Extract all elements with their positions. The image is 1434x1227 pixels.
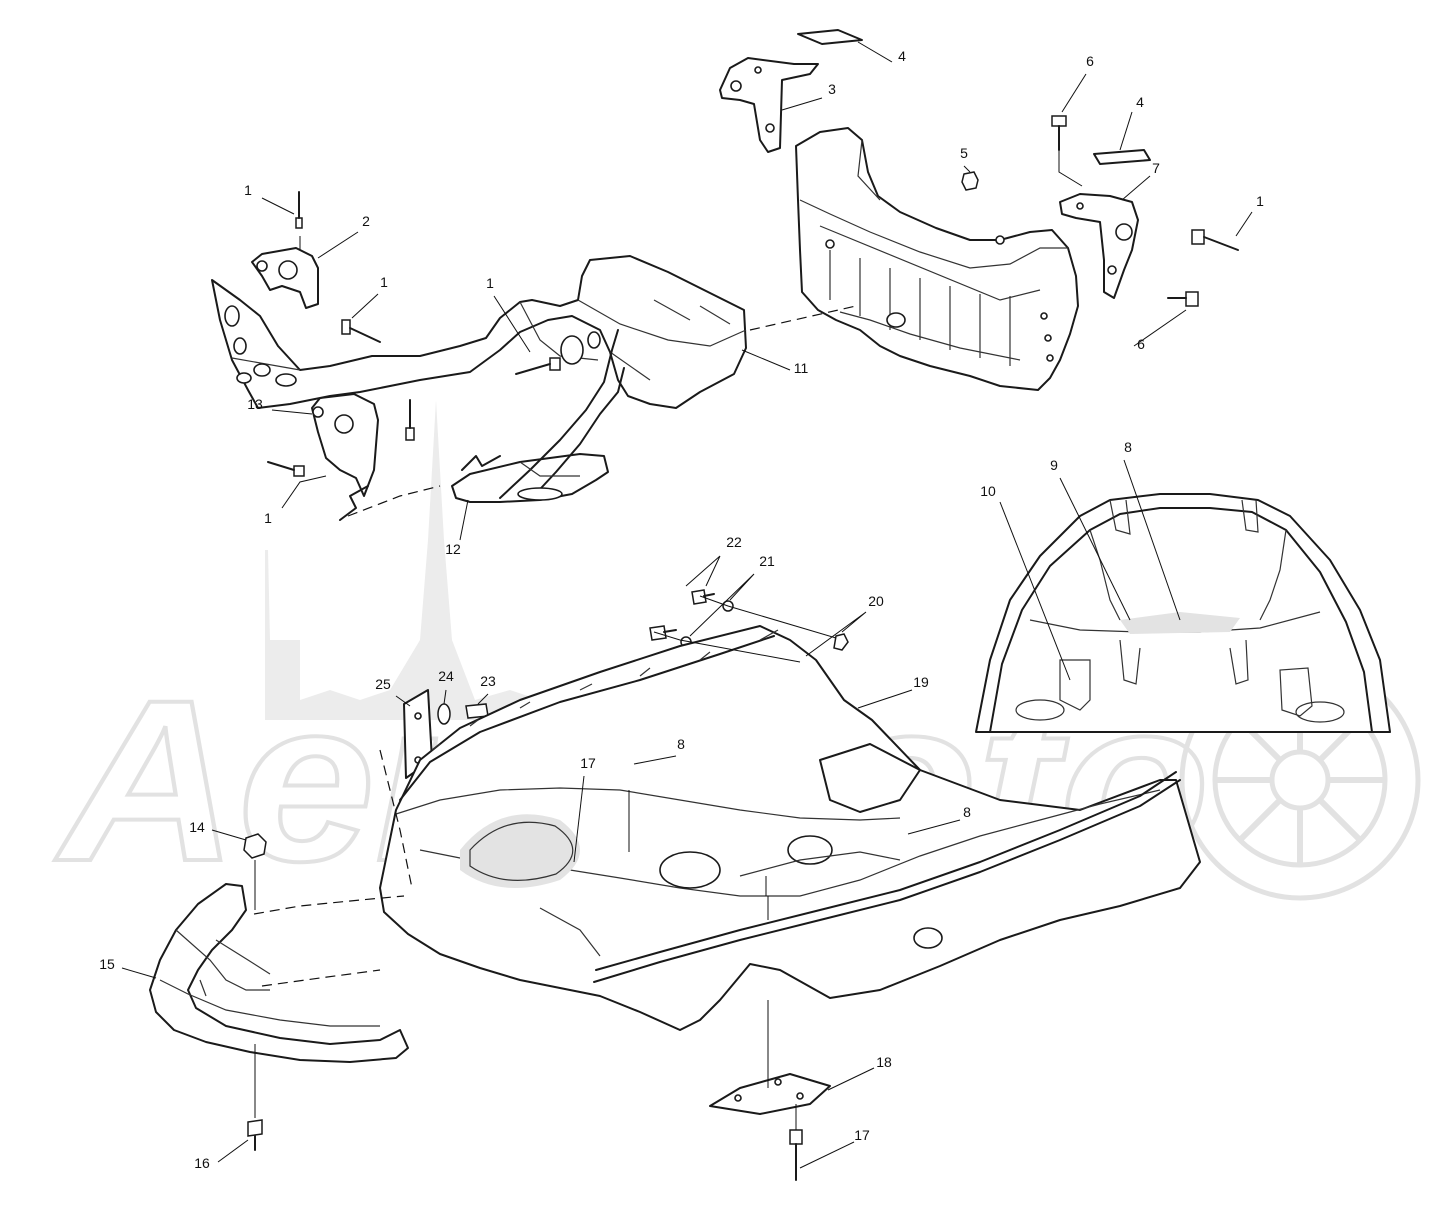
callout-6: 6: [1137, 336, 1145, 352]
callout-1: 1: [244, 182, 252, 198]
bracket-13: [311, 393, 379, 497]
callout-21: 21: [759, 553, 775, 569]
callout-19: 19: [913, 674, 929, 690]
callout-13: 13: [247, 396, 263, 412]
watermark-skyline-shape: [265, 400, 600, 720]
callout-16: 16: [194, 1155, 210, 1171]
decal-4-top: [797, 29, 863, 45]
callout-1: 1: [486, 275, 494, 291]
callout-1: 1: [380, 274, 388, 290]
decal-4-right: [1093, 149, 1151, 165]
callout-8: 8: [677, 736, 685, 752]
callout-25: 25: [375, 676, 391, 692]
callout-5: 5: [960, 145, 968, 161]
callout-8: 8: [1124, 439, 1132, 455]
callout-10: 10: [980, 483, 996, 499]
callout-1: 1: [264, 510, 272, 526]
assembly-lines: [253, 150, 1083, 1130]
callout-4: 4: [898, 48, 906, 64]
callout-7: 7: [1152, 160, 1160, 176]
bracket-7: [1059, 193, 1139, 299]
callout-4: 4: [1136, 94, 1144, 110]
callout-17: 17: [580, 755, 596, 771]
callout-9: 9: [1050, 457, 1058, 473]
bracket-3: [719, 57, 819, 153]
callout-3: 3: [828, 81, 836, 97]
callout-2: 2: [362, 213, 370, 229]
callout-23: 23: [480, 673, 496, 689]
callout-8: 8: [963, 804, 971, 820]
callout-6: 6: [1086, 53, 1094, 69]
callout-22: 22: [726, 534, 742, 550]
rear-frame-assembly: [795, 127, 1079, 391]
callout-14: 14: [189, 819, 205, 835]
callout-15: 15: [99, 956, 115, 972]
skid-plate-18: [709, 1073, 831, 1115]
frame-strut-12: [451, 329, 625, 503]
callout-24: 24: [438, 668, 454, 684]
side-rail: [593, 771, 1181, 983]
nose-pan-19: [379, 625, 1201, 1031]
callout-20: 20: [868, 593, 884, 609]
callout-18: 18: [876, 1054, 892, 1070]
front-bumper-15: [149, 883, 409, 1063]
frame-bulkhead-11: [211, 255, 747, 409]
inset-view: [975, 493, 1391, 733]
callout-1: 1: [1256, 193, 1264, 209]
bracket-2: [251, 247, 319, 309]
callout-12: 12: [445, 541, 461, 557]
callout-11: 11: [794, 360, 809, 376]
leader-lines: [121, 41, 1253, 1169]
callout-17: 17: [854, 1127, 870, 1143]
